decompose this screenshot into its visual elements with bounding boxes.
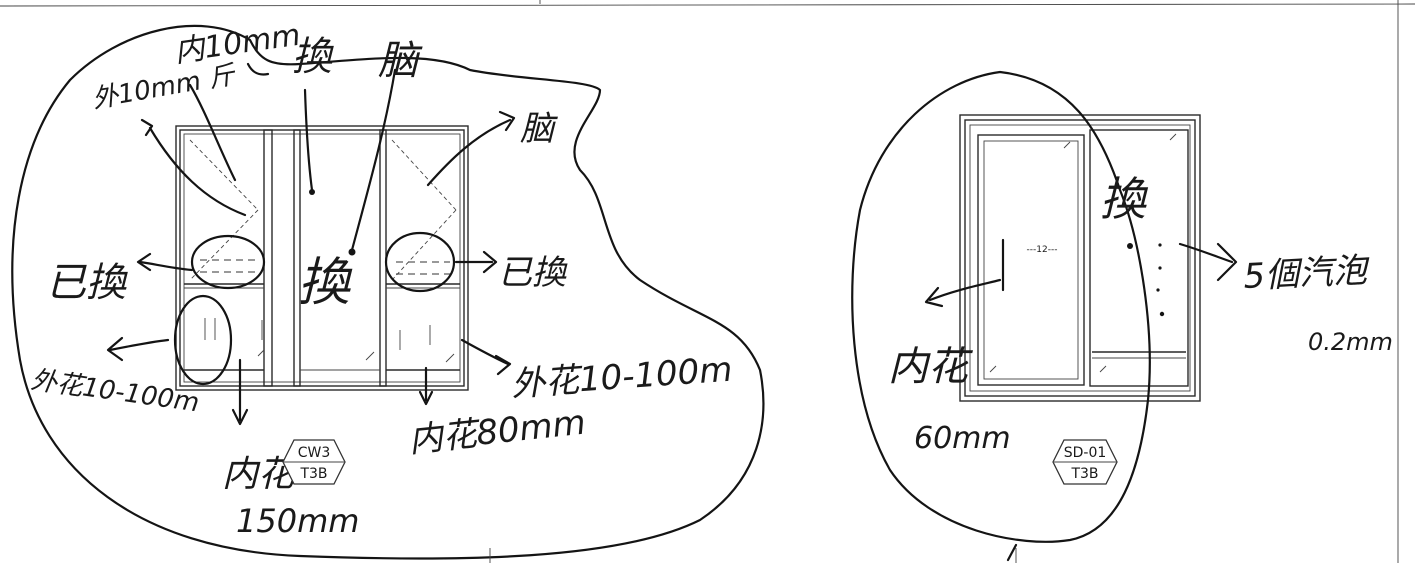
note-right-inner-crack-size: 60mm — [914, 421, 1011, 456]
note-bubbles: 5個汽泡 — [1242, 250, 1372, 297]
note-inner-crack-bottom-size: 150mm — [236, 502, 359, 540]
note-bubbles-size: 0.2mm — [1308, 328, 1393, 356]
note-inner-crack-right: 内花80mm — [407, 403, 588, 461]
bottom-ticks — [489, 548, 1017, 563]
right-window-tag: SD-01 T3B — [1052, 439, 1118, 485]
right-annotation-outline — [851, 70, 1151, 543]
note-right-changed: 已換 — [498, 253, 568, 293]
left-handwritten-labels: 内10mm 外10mm 斤 換 脑 脑 已換 換 已換 外花10-100m 外花… — [29, 18, 734, 540]
tag-right-top: SD-01 — [1064, 445, 1107, 461]
note-top-mid: 換 — [292, 34, 334, 80]
note-right-upper: 脑 — [520, 109, 558, 149]
tag-right-bottom: T3B — [1070, 466, 1098, 482]
dimension-mark: ---12--- — [1027, 245, 1058, 255]
left-annotation-outline — [11, 24, 765, 560]
note-left-changed: 已換 — [46, 260, 128, 306]
tag-left-bottom: T3B — [299, 466, 327, 482]
right-window-elevation: ---12--- — [959, 114, 1201, 402]
note-top-right: 脑 — [378, 38, 423, 84]
note-right-inner-crack: 内花 — [888, 344, 973, 390]
right-handwritten-arrows — [924, 238, 1238, 562]
note-outer-top: 外10mm 斤 — [90, 60, 239, 115]
right-handwritten-labels: 換 5個汽泡 0.2mm 内花 60mm — [888, 172, 1393, 456]
left-handwritten-arrows — [106, 62, 516, 426]
note-center-change: 換 — [298, 253, 353, 313]
left-window-tag: CW3 T3B — [282, 439, 346, 485]
note-outer-crack-right: 外花10-100m — [510, 350, 734, 405]
note-right-change: 換 — [1100, 172, 1149, 226]
note-outer-crack-left: 外花10-100m — [29, 365, 201, 418]
tag-left-top: CW3 — [298, 445, 331, 461]
